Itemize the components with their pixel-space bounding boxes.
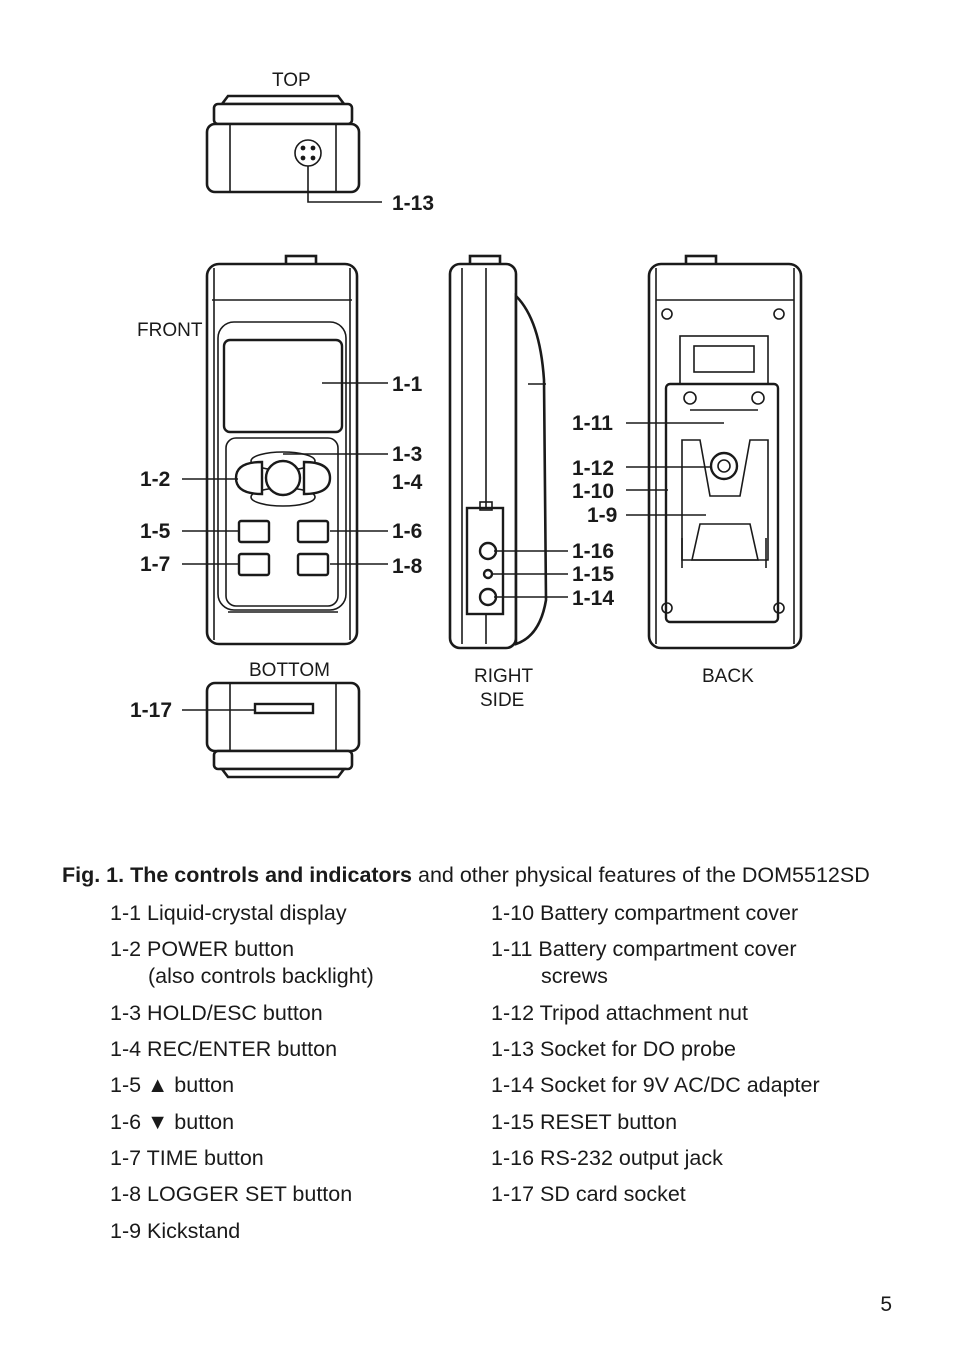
back-view-drawing <box>626 254 803 650</box>
list-item: 1-1 Liquid-crystal display <box>110 901 347 925</box>
list-item: 1-15 RESET button <box>491 1110 678 1134</box>
list-item: 1-5 ▲ button <box>110 1073 235 1097</box>
list-item: 1-10 Battery compartment cover <box>491 901 799 925</box>
callout-1-10: 1-10 <box>572 480 614 503</box>
callout-1-11: 1-11 <box>572 412 613 435</box>
device-figure: TOP 1-13 FRONT 1-1 1-3 1-4 1-2 1-5 1-6 1… <box>130 70 803 779</box>
view-label-top: TOP <box>272 70 311 91</box>
callout-1-13: 1-13 <box>392 192 434 215</box>
callout-1-12: 1-12 <box>572 457 614 480</box>
caption-bold: Fig. 1. The controls and indicators <box>62 863 413 887</box>
callout-1-2: 1-2 <box>140 468 170 491</box>
callout-1-15: 1-15 <box>572 563 614 586</box>
front-view-drawing <box>182 254 388 646</box>
sd-card-slot <box>253 702 315 715</box>
callout-1-14: 1-14 <box>572 587 614 610</box>
list-item: 1-9 Kickstand <box>110 1219 241 1243</box>
right-side-view-drawing <box>448 254 568 650</box>
lcd-display <box>222 338 344 434</box>
caption-rest: and other physical features of the DOM55… <box>412 863 870 887</box>
list-item: 1-14 Socket for 9V AC/DC adapter <box>491 1073 820 1097</box>
view-label-right-side-2: SIDE <box>480 690 524 711</box>
callout-1-8: 1-8 <box>392 555 423 578</box>
view-label-back: BACK <box>702 666 754 687</box>
callout-1-16: 1-16 <box>572 540 614 563</box>
view-label-front: FRONT <box>137 320 203 341</box>
bottom-view-drawing <box>182 681 361 779</box>
top-view-drawing <box>205 94 382 203</box>
figure-caption: Fig. 1. The controls and indicators and … <box>62 861 922 889</box>
callout-1-3: 1-3 <box>392 443 422 466</box>
list-item: 1-13 Socket for DO probe <box>491 1037 736 1061</box>
list-item: 1-17 SD card socket <box>491 1182 686 1206</box>
list-item: 1-6 ▼ button <box>110 1110 235 1134</box>
callout-1-6: 1-6 <box>392 520 422 543</box>
list-item: 1-4 REC/ENTER button <box>110 1037 338 1061</box>
callout-1-17: 1-17 <box>130 699 172 722</box>
list-item: 1-12 Tripod attachment nut <box>491 1001 748 1025</box>
callout-1-4: 1-4 <box>392 471 423 494</box>
list-item: 1-7 TIME button <box>110 1146 264 1170</box>
callout-1-9: 1-9 <box>587 504 617 527</box>
callout-1-7: 1-7 <box>140 553 170 576</box>
list-item: 1-8 LOGGER SET button <box>110 1182 353 1206</box>
view-label-right-side-1: RIGHT <box>474 666 534 687</box>
list-item: 1-2 POWER button(also controls backlight… <box>110 937 374 988</box>
page-number: 5 <box>880 1293 892 1316</box>
list-item: 1-3 HOLD/ESC button <box>110 1001 323 1025</box>
callout-1-1: 1-1 <box>392 373 423 396</box>
list-item: 1-16 RS-232 output jack <box>491 1146 723 1170</box>
view-label-bottom: BOTTOM <box>249 660 330 681</box>
callout-1-5: 1-5 <box>140 520 171 543</box>
